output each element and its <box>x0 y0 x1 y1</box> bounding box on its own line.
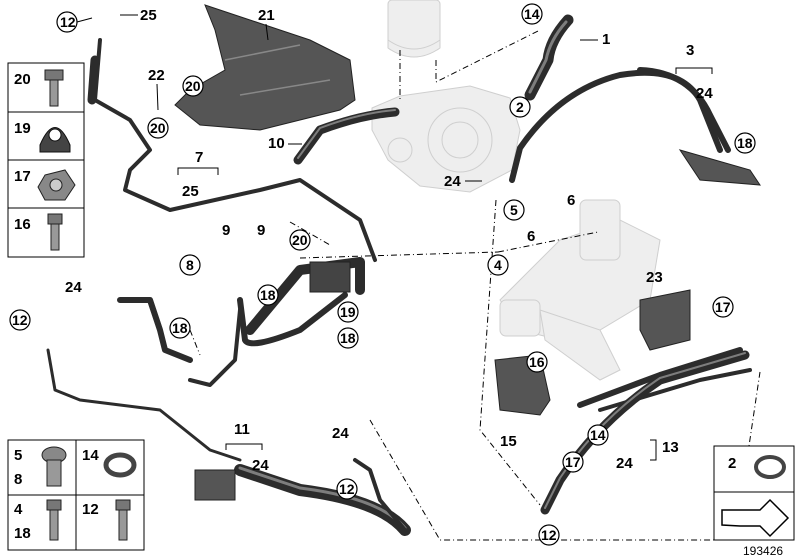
callout-23[interactable]: 23 <box>646 269 663 286</box>
callout-15[interactable]: 15 <box>500 433 517 450</box>
line-part-11[interactable] <box>46 348 411 536</box>
legend-num-20: 20 <box>14 71 31 88</box>
legend-num-8: 8 <box>14 471 22 488</box>
callout-25[interactable]: 25 <box>140 7 157 24</box>
line-part-19[interactable] <box>188 257 365 387</box>
callout-5[interactable]: 5 <box>510 202 518 218</box>
callout-12[interactable]: 12 <box>541 527 557 543</box>
hose-part-3[interactable] <box>509 67 731 183</box>
callout-20[interactable]: 20 <box>292 232 308 248</box>
callout-12[interactable]: 12 <box>12 312 28 328</box>
callout-13[interactable]: 13 <box>662 439 679 456</box>
callout-18[interactable]: 18 <box>172 320 188 336</box>
legend-num-4: 4 <box>14 501 23 518</box>
line-part-7[interactable] <box>87 38 377 262</box>
heat-shield-part[interactable] <box>174 4 356 131</box>
reservoir-ghost <box>387 0 441 58</box>
callout-20[interactable]: 20 <box>150 120 166 136</box>
hose-clamp-icon <box>103 452 137 478</box>
line-left-part[interactable] <box>117 297 193 363</box>
callout-1[interactable]: 1 <box>602 31 610 48</box>
hose-part-1[interactable] <box>524 14 574 101</box>
callout-14[interactable]: 14 <box>590 427 606 443</box>
line-part-13[interactable] <box>540 347 752 515</box>
legend-num-12: 12 <box>82 501 99 518</box>
legend-bottom: 5 8 14 4 18 12 <box>7 439 145 551</box>
rubber-mount-icon <box>39 127 71 153</box>
callout-8[interactable]: 8 <box>186 257 194 273</box>
hex-nut-icon <box>37 169 76 201</box>
callout-18[interactable]: 18 <box>340 330 356 346</box>
callout-3[interactable]: 3 <box>686 42 694 59</box>
callout-24[interactable]: 24 <box>65 279 82 296</box>
legend-num-14: 14 <box>82 447 99 464</box>
callout-12[interactable]: 12 <box>60 14 76 30</box>
spring-clamp-icon <box>754 455 786 479</box>
callout-4[interactable]: 4 <box>494 257 502 273</box>
diagram-id: 193426 <box>743 544 783 558</box>
callout-21[interactable]: 21 <box>258 7 275 24</box>
callout-24[interactable]: 24 <box>444 173 461 190</box>
callout-6[interactable]: 6 <box>527 228 535 245</box>
callout-10[interactable]: 10 <box>268 135 285 152</box>
callout-2[interactable]: 2 <box>516 99 524 115</box>
callout-18[interactable]: 18 <box>260 287 276 303</box>
callout-6[interactable]: 6 <box>567 192 575 209</box>
legend-num-16: 16 <box>14 216 31 233</box>
direction-arrow-icon <box>721 498 790 538</box>
callout-9[interactable]: 9 <box>222 222 230 239</box>
callout-20[interactable]: 20 <box>185 78 201 94</box>
legend-num-17: 17 <box>14 168 31 185</box>
callout-24[interactable]: 24 <box>696 85 713 102</box>
bracket-part-18-right[interactable] <box>678 149 761 186</box>
callout-19[interactable]: 19 <box>340 304 356 320</box>
legend-num-5: 5 <box>14 447 22 464</box>
callout-11[interactable]: 11 <box>234 421 250 438</box>
bracket-part-23[interactable] <box>639 289 691 351</box>
callout-24[interactable]: 24 <box>252 457 269 474</box>
callout-25[interactable]: 25 <box>182 183 199 200</box>
legend-num-19: 19 <box>14 120 31 137</box>
legend-left: 20 19 17 16 <box>7 62 85 258</box>
callout-14[interactable]: 14 <box>524 6 540 22</box>
legend-num-2: 2 <box>728 455 736 472</box>
callout-24[interactable]: 24 <box>616 455 633 472</box>
callout-18[interactable]: 18 <box>737 135 753 151</box>
banjo-bolt-icon <box>41 446 67 487</box>
steering-gear-ghost <box>499 199 661 381</box>
reference-lines <box>189 29 761 541</box>
callout-24[interactable]: 24 <box>332 425 349 442</box>
legend-right: 2 <box>713 445 795 541</box>
callout-9[interactable]: 9 <box>257 222 265 239</box>
callout-22[interactable]: 22 <box>148 67 165 84</box>
callout-17[interactable]: 17 <box>565 454 581 470</box>
callout-12[interactable]: 12 <box>339 481 355 497</box>
flange-bolt-icon <box>46 499 62 541</box>
return-line-part-10[interactable] <box>293 107 400 165</box>
legend-num-18: 18 <box>14 525 31 542</box>
callout-17[interactable]: 17 <box>715 299 731 315</box>
callouts: 12 25 21 22 20 20 20 7 25 10 14 1 2 3 <box>9 3 756 546</box>
allen-bolt-icon <box>47 213 63 251</box>
socket-screw-icon <box>115 499 131 541</box>
callout-7[interactable]: 7 <box>195 149 203 166</box>
hex-bolt-icon <box>44 69 64 107</box>
steering-pump-ghost <box>371 85 521 193</box>
callout-16[interactable]: 16 <box>529 354 545 370</box>
